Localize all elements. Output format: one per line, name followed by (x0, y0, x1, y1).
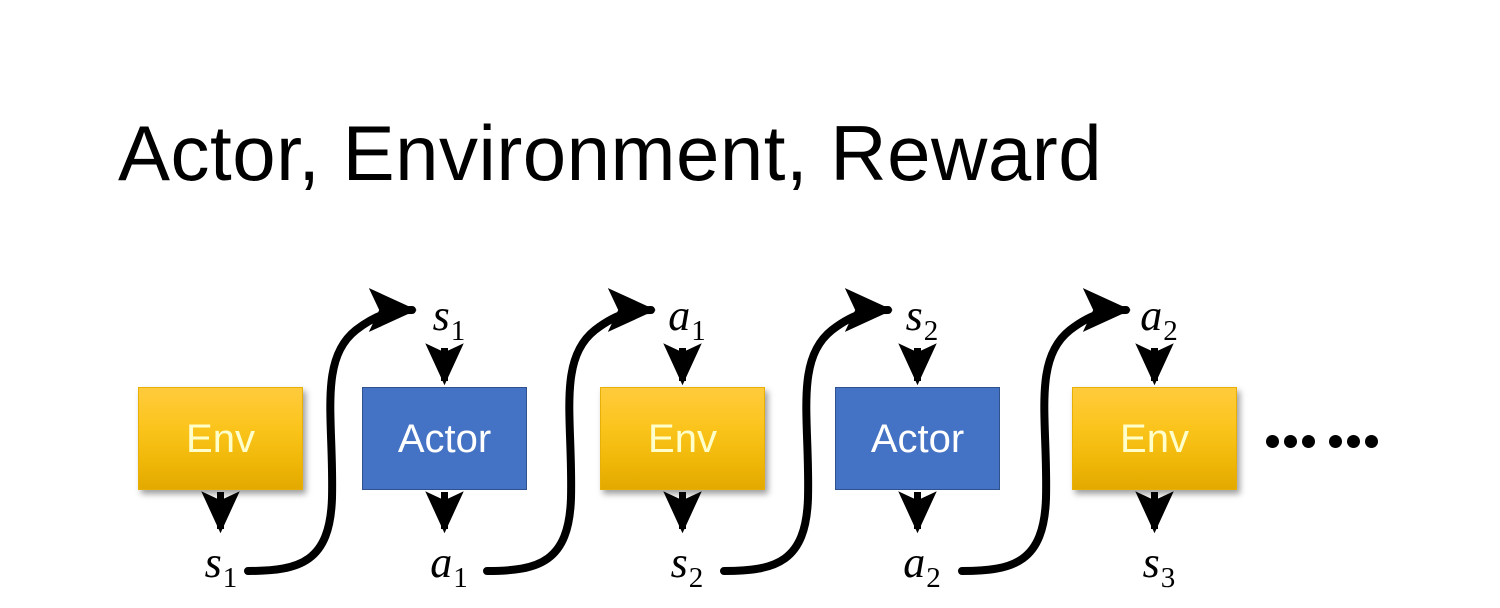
ellipsis-dot (1302, 435, 1315, 448)
ellipsis-dot (1347, 435, 1360, 448)
node-label: Actor (870, 416, 965, 461)
label-actor-2-output: a2 (903, 538, 941, 594)
label-env-1-output: s1 (204, 538, 238, 594)
node-env-3[interactable]: Env (1072, 387, 1237, 490)
node-actor-1[interactable]: Actor (362, 387, 527, 490)
node-label: Actor (397, 416, 492, 461)
continuation-ellipsis (1266, 435, 1378, 448)
ellipsis-dot (1284, 435, 1297, 448)
label-env-2-output: s2 (670, 538, 704, 594)
node-env-2[interactable]: Env (600, 387, 765, 490)
ellipsis-dot (1266, 435, 1279, 448)
node-label: Env (186, 416, 255, 461)
ellipsis-dot (1365, 435, 1378, 448)
label-env-2-input: a1 (668, 291, 706, 347)
page-title: Actor, Environment, Reward (118, 109, 1103, 197)
node-label: Env (648, 416, 717, 461)
label-actor-1-input: s1 (432, 291, 466, 347)
ellipsis-dot (1329, 435, 1342, 448)
label-actor-1-output: a1 (430, 538, 468, 594)
label-actor-2-input: s2 (905, 291, 939, 347)
label-env-3-output: s3 (1142, 538, 1176, 594)
label-env-3-input: a2 (1140, 291, 1178, 347)
node-label: Env (1120, 416, 1189, 461)
ellipsis-gap (1320, 441, 1324, 442)
node-actor-2[interactable]: Actor (835, 387, 1000, 490)
node-env-1[interactable]: Env (138, 387, 303, 490)
